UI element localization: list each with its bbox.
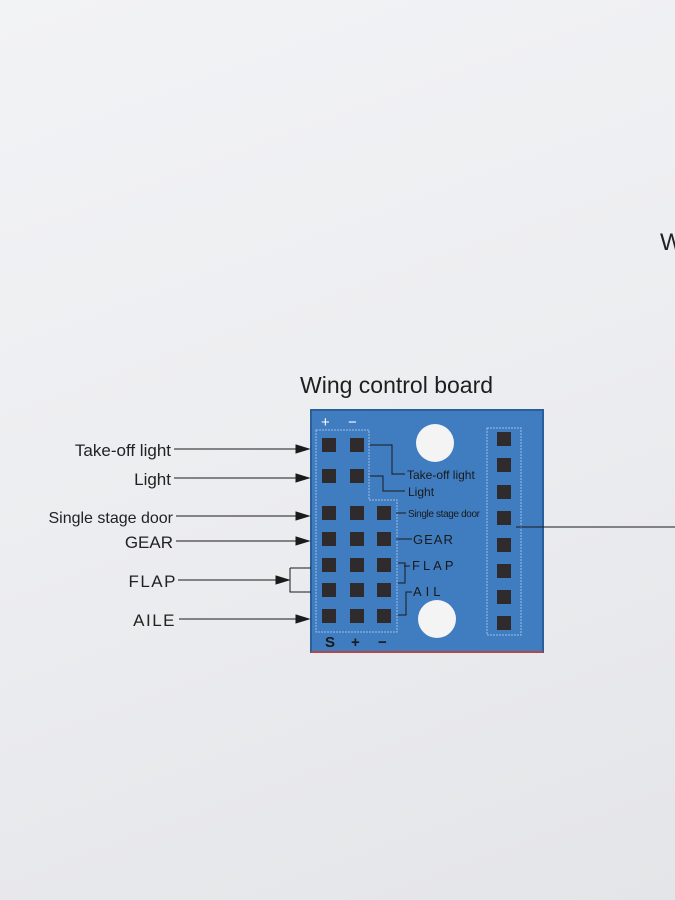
label-light: Light	[134, 470, 171, 489]
connector-pin	[497, 564, 511, 578]
connector-pin	[497, 590, 511, 604]
pin	[377, 532, 391, 546]
diagram-title: Wing control board	[300, 372, 493, 398]
connector-pin	[497, 616, 511, 630]
pin	[350, 469, 364, 483]
bottom-polarity-plus: +	[351, 634, 360, 651]
board-label-light: Light	[408, 485, 435, 499]
pin	[377, 609, 391, 623]
pin	[350, 506, 364, 520]
board-label-flap: FLAP	[412, 558, 457, 573]
board-label-gear: GEAR	[413, 532, 454, 547]
pin	[322, 469, 336, 483]
pin	[377, 583, 391, 597]
connector-pin	[497, 485, 511, 499]
pin	[350, 532, 364, 546]
bottom-polarity-minus: −	[378, 634, 387, 651]
connector-pin	[497, 458, 511, 472]
pin	[322, 532, 336, 546]
pin-group-outline	[315, 429, 398, 633]
board	[310, 409, 544, 653]
pins	[322, 432, 511, 630]
board-label-single-stage-door: Single stage door	[408, 509, 481, 520]
pin	[350, 558, 364, 572]
pin	[350, 609, 364, 623]
board-label-takeoff-light: Take-off light	[407, 468, 475, 482]
pin	[322, 583, 336, 597]
connector-pin	[497, 432, 511, 446]
pin	[322, 558, 336, 572]
pin	[377, 506, 391, 520]
pin	[350, 438, 364, 452]
label-takeoff-light: Take-off light	[75, 441, 171, 460]
top-polarity-minus: −	[348, 414, 357, 431]
mounting-hole	[416, 424, 454, 462]
arrows	[174, 444, 675, 624]
edge-text: W	[660, 229, 675, 256]
connector-pin	[497, 538, 511, 552]
board-label-ail: AIL	[413, 584, 445, 599]
board-leader-lines	[370, 444, 412, 616]
pin	[322, 438, 336, 452]
pin	[350, 583, 364, 597]
label-single-stage-door: Single stage door	[48, 510, 173, 527]
label-aile: AILE	[133, 611, 176, 630]
left-labels: Take-off light Light Single stage door G…	[48, 441, 177, 630]
bottom-polarity-s: S	[325, 634, 335, 651]
pin	[322, 506, 336, 520]
label-gear: GEAR	[125, 533, 173, 552]
top-polarity-plus: +	[321, 414, 330, 431]
label-flap: FLAP	[128, 572, 177, 591]
connector-outline	[486, 427, 522, 636]
connector-pin	[497, 511, 511, 525]
mounting-hole	[418, 600, 456, 638]
pin	[377, 558, 391, 572]
pin	[322, 609, 336, 623]
